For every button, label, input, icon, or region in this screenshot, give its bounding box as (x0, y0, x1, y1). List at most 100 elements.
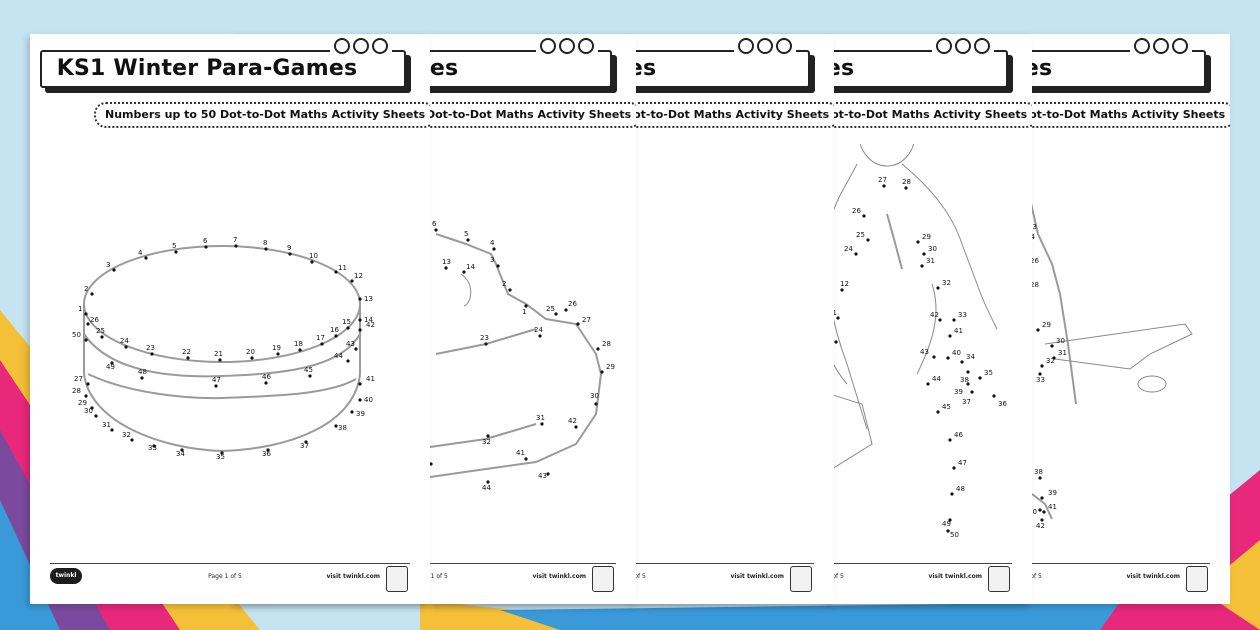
site-link[interactable]: visit twinkl.com (1126, 573, 1180, 580)
tube-dot-label: 25 (546, 305, 555, 313)
puck-dot (234, 244, 238, 248)
stick-dot-label: 30 (1056, 337, 1065, 345)
puck-dot-label: 47 (212, 376, 221, 384)
stick-dot (1042, 510, 1046, 514)
player-dot (936, 410, 940, 414)
tube-dot-label: 42 (568, 417, 577, 425)
puck-dot-label: 18 (294, 340, 303, 348)
puck-dot-label: 33 (148, 444, 157, 452)
puck-dot-label: 31 (102, 421, 111, 429)
player-dot-label: 24 (844, 245, 853, 253)
player-dot-label: 48 (956, 485, 965, 493)
puck-dot (84, 312, 88, 316)
puck-dot-label: 36 (262, 450, 271, 458)
puck-dot (308, 374, 312, 378)
twinkl-badge-icon (386, 566, 408, 592)
tube-dot-label: 2 (502, 280, 506, 288)
puck-dot (250, 356, 254, 360)
puck-dot (310, 260, 314, 264)
twinkl-badge-icon (988, 566, 1010, 592)
tube-dot-label: 23 (480, 334, 489, 342)
twinkl-badge-icon (1186, 566, 1208, 592)
puck-dot (304, 440, 308, 444)
player-dot-label: 33 (958, 311, 967, 319)
tube-dot (524, 457, 528, 461)
puck-dot (264, 381, 268, 385)
stick-dot (1050, 344, 1054, 348)
puck-dot-label: 38 (338, 424, 347, 432)
puck-dot (266, 448, 270, 452)
player-dot (926, 382, 930, 386)
puck-dot-label: 3 (106, 261, 110, 269)
puck-dot (346, 359, 350, 363)
puck-dot-label: 37 (300, 442, 309, 450)
player-dot (946, 356, 950, 360)
stick-dot-label: 33 (1036, 376, 1045, 384)
stick-dot-label: 31 (1058, 349, 1067, 357)
player-dot (834, 340, 838, 344)
player-dot (946, 529, 950, 533)
player-dot-label: 47 (958, 459, 967, 467)
puck-dot (110, 428, 114, 432)
puck-dot-label: 29 (78, 399, 87, 407)
player-dot (938, 318, 942, 322)
stick-dot-label: 41 (1048, 503, 1057, 511)
puck-dot (346, 326, 350, 330)
tube-dot (554, 312, 558, 316)
title-rings-icon (932, 38, 994, 56)
stick-dot (1040, 518, 1044, 522)
tube-dot-label: 4 (490, 239, 495, 247)
puck-dot-label: 25 (96, 327, 105, 335)
tube-dot (444, 266, 448, 270)
tube-dot (496, 264, 500, 268)
puck-dot (94, 414, 98, 418)
puck-dot (350, 410, 354, 414)
player-dot (932, 355, 936, 359)
site-link[interactable]: visit twinkl.com (730, 573, 784, 580)
stick-dot (1038, 372, 1042, 376)
puck-dot-label: 44 (334, 352, 343, 360)
puck-dot (298, 348, 302, 352)
puck-dot (350, 279, 354, 283)
puck-dot-label: 11 (338, 264, 347, 272)
site-link[interactable]: visit twinkl.com (928, 573, 982, 580)
puck-dot-label: 46 (262, 373, 271, 381)
tube-dot (434, 228, 438, 232)
twinkl-badge-icon (790, 566, 812, 592)
tube-dot (524, 304, 528, 308)
player-dot (866, 238, 870, 242)
stick-dot-label: 42 (1036, 522, 1045, 530)
tube-dot-label: 32 (482, 438, 491, 446)
stick-dot (1038, 508, 1042, 512)
tube-dot (484, 342, 488, 346)
player-dot-label: 34 (966, 353, 975, 361)
title-rings-icon (1130, 38, 1192, 56)
puck-dot-label: 19 (272, 344, 281, 352)
site-link[interactable]: visit twinkl.com (532, 573, 586, 580)
puck-dot (86, 382, 90, 386)
puck-dot (334, 270, 338, 274)
puck-dot-label: 48 (138, 368, 147, 376)
puck-dot-label: 45 (304, 366, 313, 374)
site-link[interactable]: visit twinkl.com (326, 573, 380, 580)
puck-dot (152, 444, 156, 448)
player-dot-label: 45 (942, 403, 951, 411)
player-dot (948, 438, 952, 442)
player-dot (966, 382, 970, 386)
puck-dot (130, 438, 134, 442)
puck-dot (144, 256, 148, 260)
tube-dot (594, 402, 598, 406)
puck-dot (358, 328, 362, 332)
puck-dot-label: 43 (346, 340, 355, 348)
puck-dot-label: 34 (176, 450, 185, 458)
twinkl-logo: twinkl (50, 568, 82, 584)
puck-dot (354, 347, 358, 351)
puck-dot-label: 23 (146, 344, 155, 352)
puck-dot (320, 342, 324, 346)
puck-dot (86, 322, 90, 326)
puck-dot (358, 382, 362, 386)
puck-dot (112, 268, 116, 272)
player-dot-label: 44 (932, 375, 941, 383)
puck-dot (110, 361, 114, 365)
player-dot (882, 184, 886, 188)
